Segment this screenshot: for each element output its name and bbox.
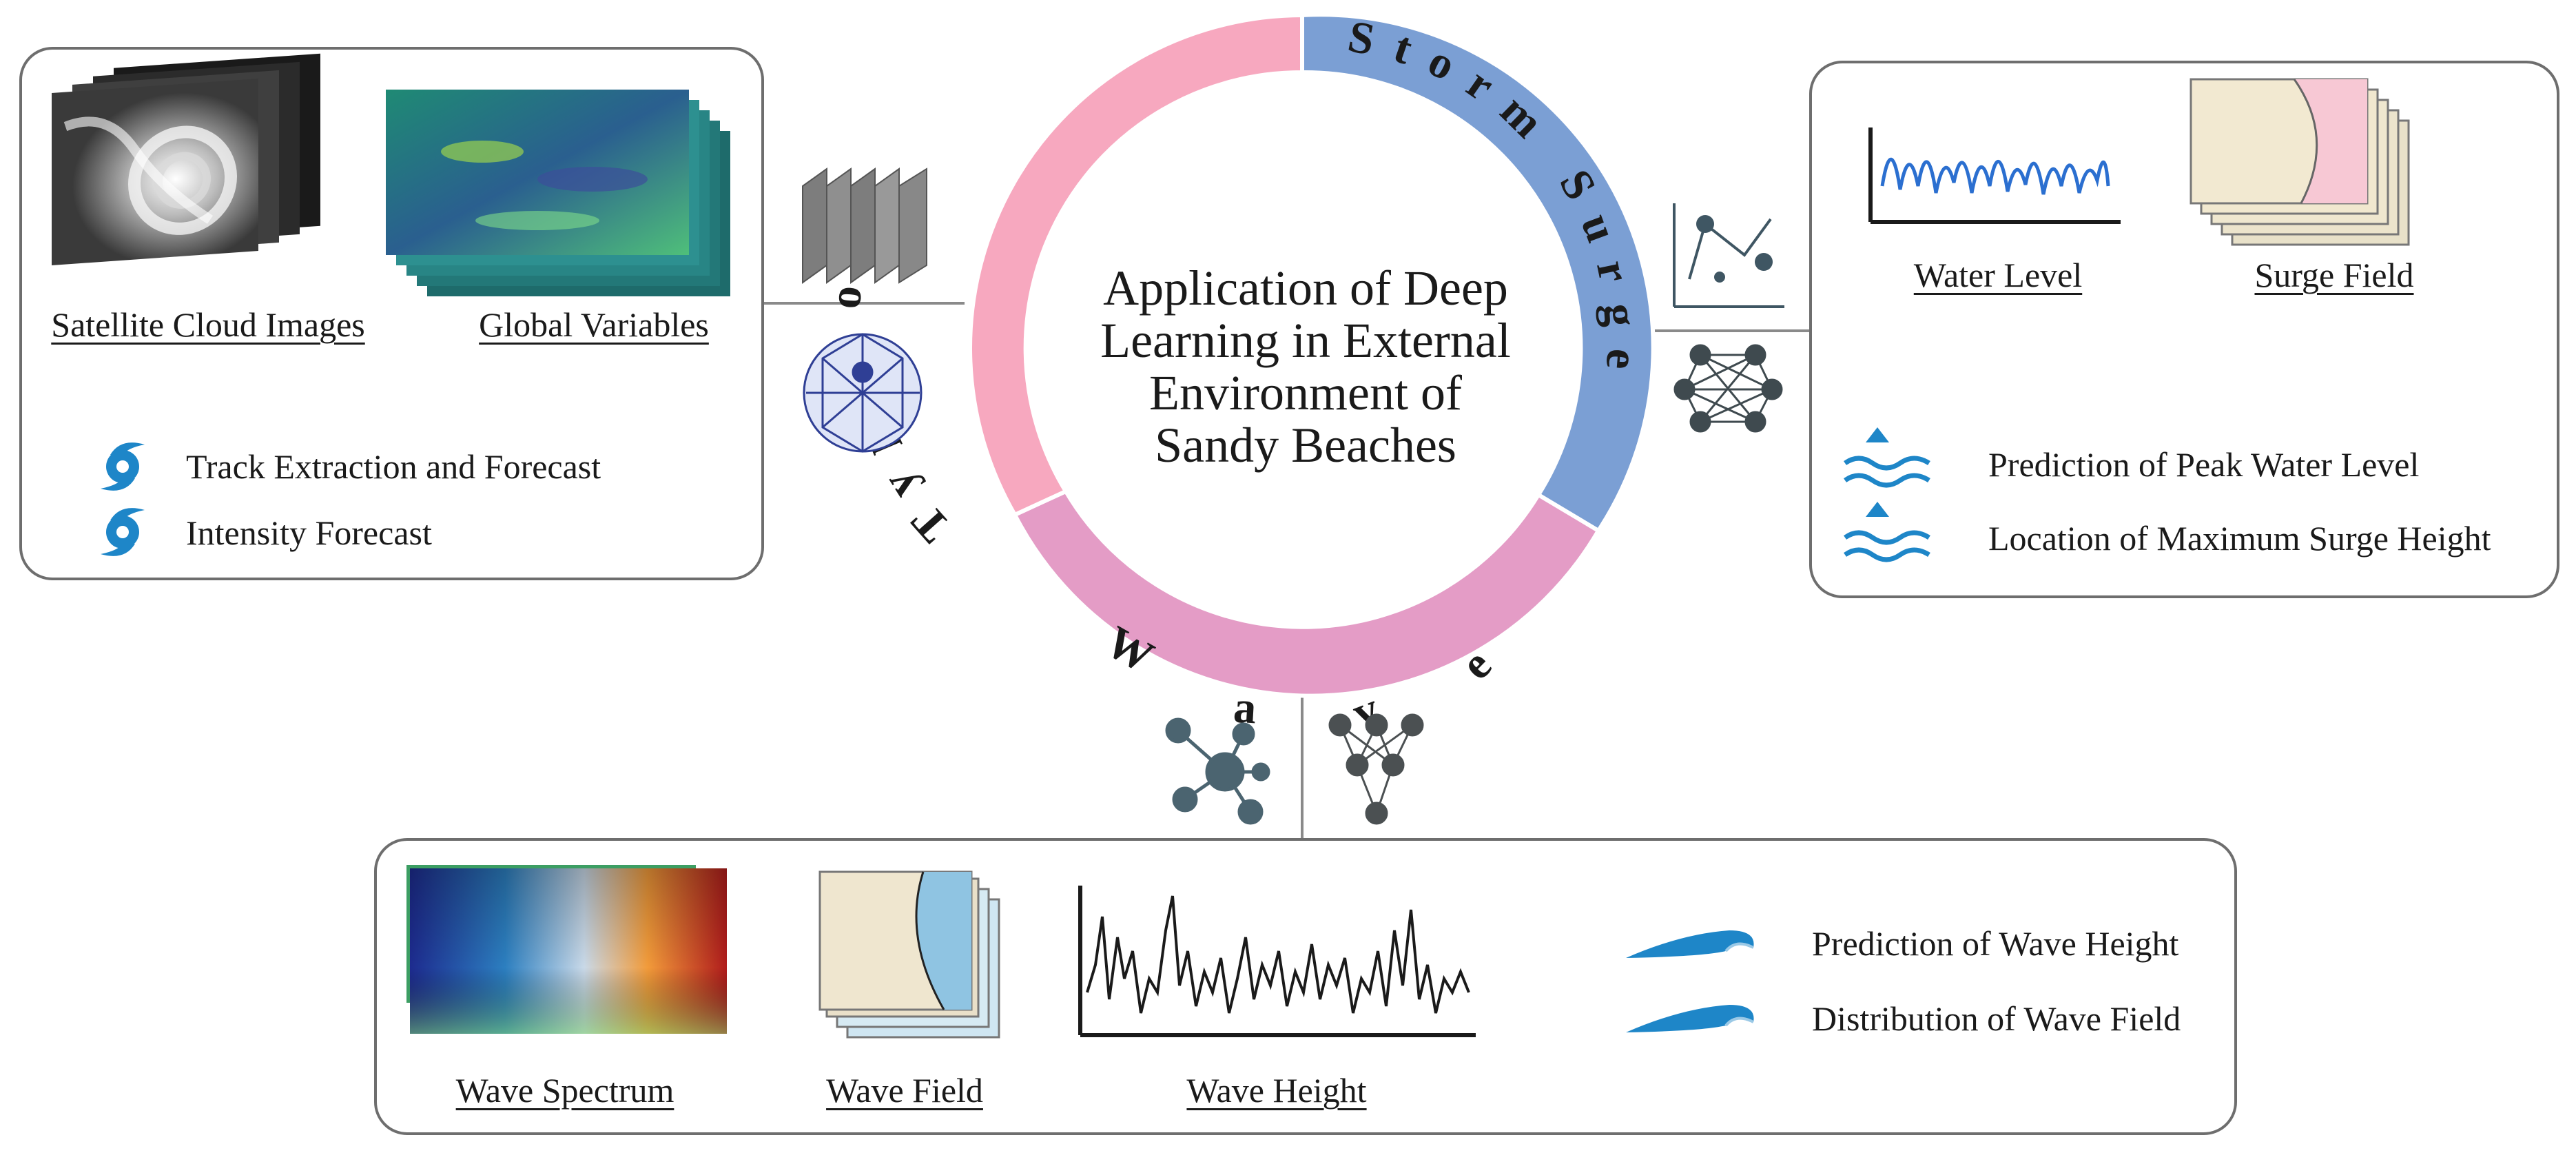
cyclone-icon — [101, 508, 145, 556]
wave-height-chart-image — [1078, 886, 1476, 1037]
surge-field-images — [2189, 78, 2410, 246]
ring-segment-typhoon — [968, 12, 1304, 518]
topic-ring: Typhoon Storm Surge Wave — [820, 11, 1656, 739]
neural-network-icon — [1673, 344, 1783, 433]
wave-panel — [374, 838, 2237, 1135]
graph-network-icon — [1165, 717, 1270, 825]
storm-surge-panel — [1809, 61, 2559, 598]
wave-icon — [1626, 1005, 1754, 1032]
satellite-cloud-images — [52, 53, 320, 265]
wave-icon — [1626, 930, 1754, 958]
water-level-icon — [1843, 502, 1930, 562]
water-level-icon — [1843, 427, 1930, 488]
ring-segment-wave — [1011, 489, 1602, 698]
scatter-regression-icon — [1673, 203, 1784, 308]
cnn-layers-icon — [802, 167, 927, 284]
tree-network-icon — [1328, 713, 1424, 825]
typhoon-panel — [19, 47, 764, 580]
geodesic-sphere-icon — [803, 333, 923, 453]
connector-lines — [763, 302, 1811, 839]
wave-field-images — [818, 870, 1000, 1039]
ring-segment-storm-surge — [1300, 12, 1656, 534]
water-level-chart-image — [1868, 127, 2121, 224]
ring-center — [1028, 74, 1576, 622]
cyclone-icon — [101, 442, 145, 491]
global-variables-images — [386, 90, 730, 296]
wave-spectrum-images — [406, 865, 727, 1034]
